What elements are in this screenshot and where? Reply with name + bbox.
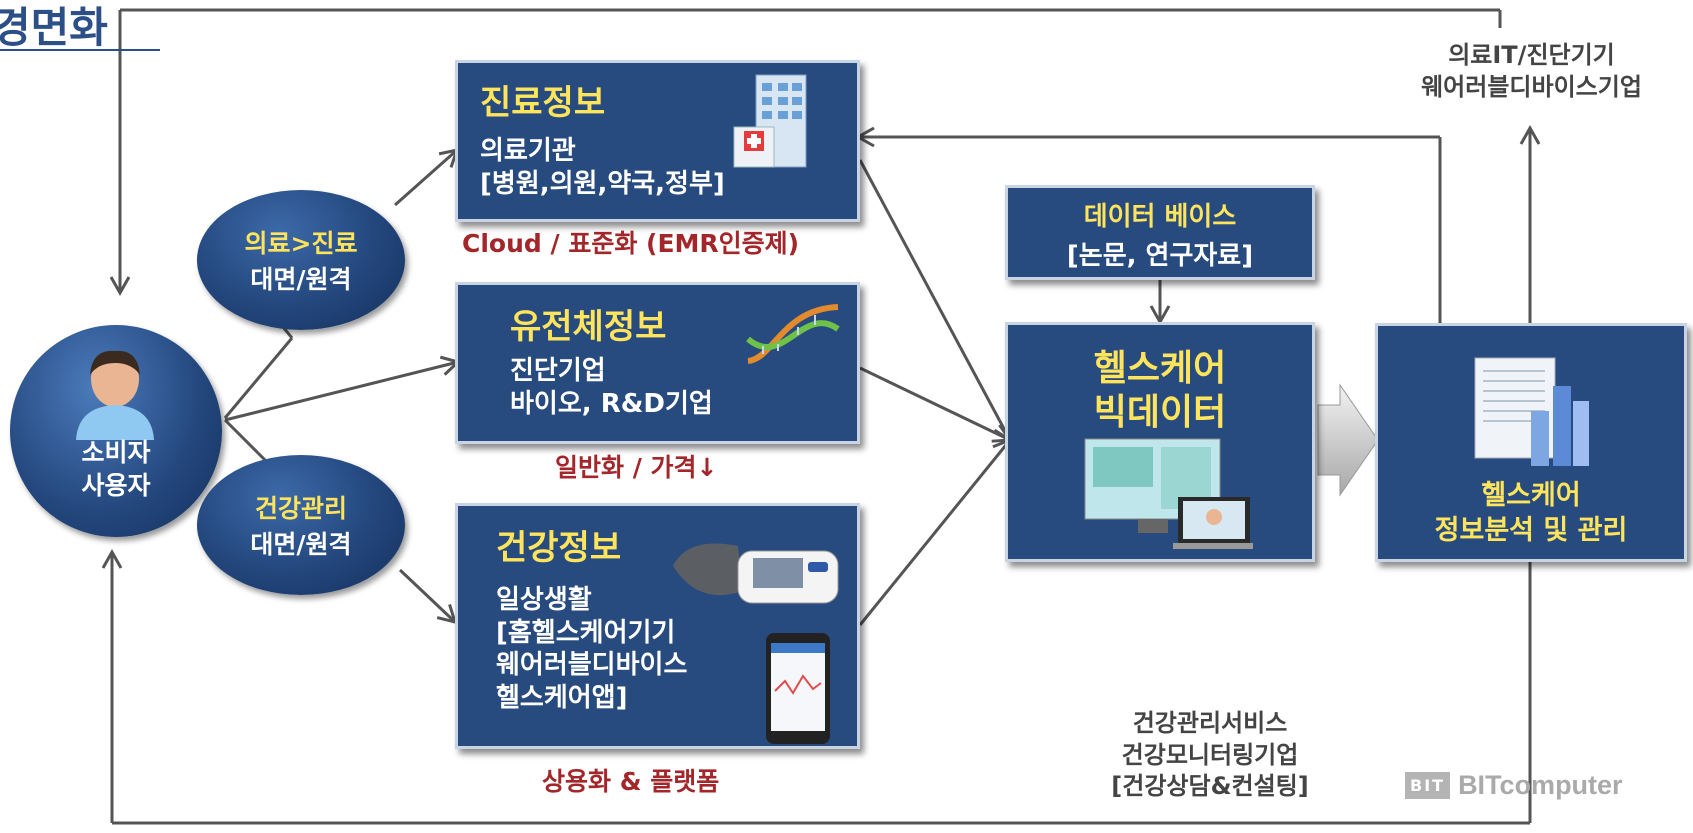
- note-health-services: 건강관리서비스 건강모니터링기업 [건강상담&컨설팅]: [1111, 709, 1309, 801]
- note-it-companies: 의료IT/진단기기 웨어러블디바이스기업: [1421, 41, 1642, 101]
- box-database: 데이터 베이스 [논문, 연구자료]: [1005, 185, 1315, 280]
- user-label-1: 소비자: [81, 438, 151, 467]
- smartphone-icon: [766, 633, 830, 744]
- dna-icon: [746, 304, 840, 364]
- oval-medical: 의료>진료 대면/원격: [197, 190, 405, 330]
- oval-medical-line1: 의료>진료: [244, 229, 358, 258]
- box-analysis: 헬스케어 정보분석 및 관리: [1375, 323, 1687, 562]
- box-medical-info: 진료정보 의료기관 [병원,의원,약국,정부]: [455, 60, 860, 222]
- bit-mark: BIT: [1405, 771, 1451, 799]
- user-label-2: 사용자: [81, 470, 151, 500]
- box-health-info: 건강정보 일상생활 [홈헬스케어기기 웨어러블디바이스 헬스케어앱]: [455, 503, 860, 749]
- header-title-fragment: 경면화: [0, 3, 108, 52]
- box-health-text: 일상생활 [홈헬스케어기기 웨어러블디바이스 헬스케어앱]: [496, 585, 688, 713]
- oval-health: 건강관리 대면/원격: [197, 455, 405, 595]
- box-bigdata-title: 헬스케어 빅데이터: [1093, 348, 1227, 433]
- box-genome-text: 진단기업 바이오, R&D기업: [510, 356, 713, 419]
- oval-health-line1: 건강관리: [254, 494, 347, 523]
- bitcomputer-logo: BIT BITcomputer: [1405, 768, 1623, 802]
- box-database-subtitle: [논문, 연구자료]: [1066, 241, 1254, 271]
- blood-pressure-monitor-icon: [673, 543, 839, 604]
- box-genome-info: 유전체정보 진단기업 바이오, R&D기업: [455, 282, 860, 444]
- note-cloud-standardization: Cloud / 표준화 (EMR인증제): [462, 229, 800, 258]
- box-medical-title: 진료정보: [480, 83, 606, 123]
- big-arrow: [1317, 383, 1379, 497]
- box-health-title: 건강정보: [496, 528, 622, 568]
- note-generalization-price: 일반화 / 가격↓: [555, 453, 718, 482]
- oval-health-line2: 대면/원격: [250, 530, 352, 559]
- box-bigdata: 헬스케어 빅데이터: [1005, 322, 1315, 562]
- box-database-title: 데이터 베이스: [1083, 202, 1237, 232]
- note-commercialization-platform: 상용화 & 플랫폼: [542, 767, 720, 796]
- hospital-icon: [733, 74, 807, 168]
- arrow-oval-medical: [394, 147, 460, 207]
- oval-medical-line2: 대면/원격: [250, 265, 352, 294]
- box-medical-text: 의료기관 [병원,의원,약국,정부]: [480, 136, 725, 199]
- arrow-oval-health: [398, 568, 458, 625]
- arrow-user-genome: [224, 355, 461, 422]
- person-icon: [76, 350, 154, 440]
- box-genome-title: 유전체정보: [510, 307, 667, 347]
- logo-text: BITcomputer: [1458, 769, 1623, 800]
- report-chart-icon: [1474, 357, 1589, 466]
- computer-screens-icon: [1084, 438, 1253, 549]
- box-analysis-title: 헬스케어 정보분석 및 관리: [1434, 480, 1628, 547]
- user-circle: 소비자 사용자: [10, 325, 222, 537]
